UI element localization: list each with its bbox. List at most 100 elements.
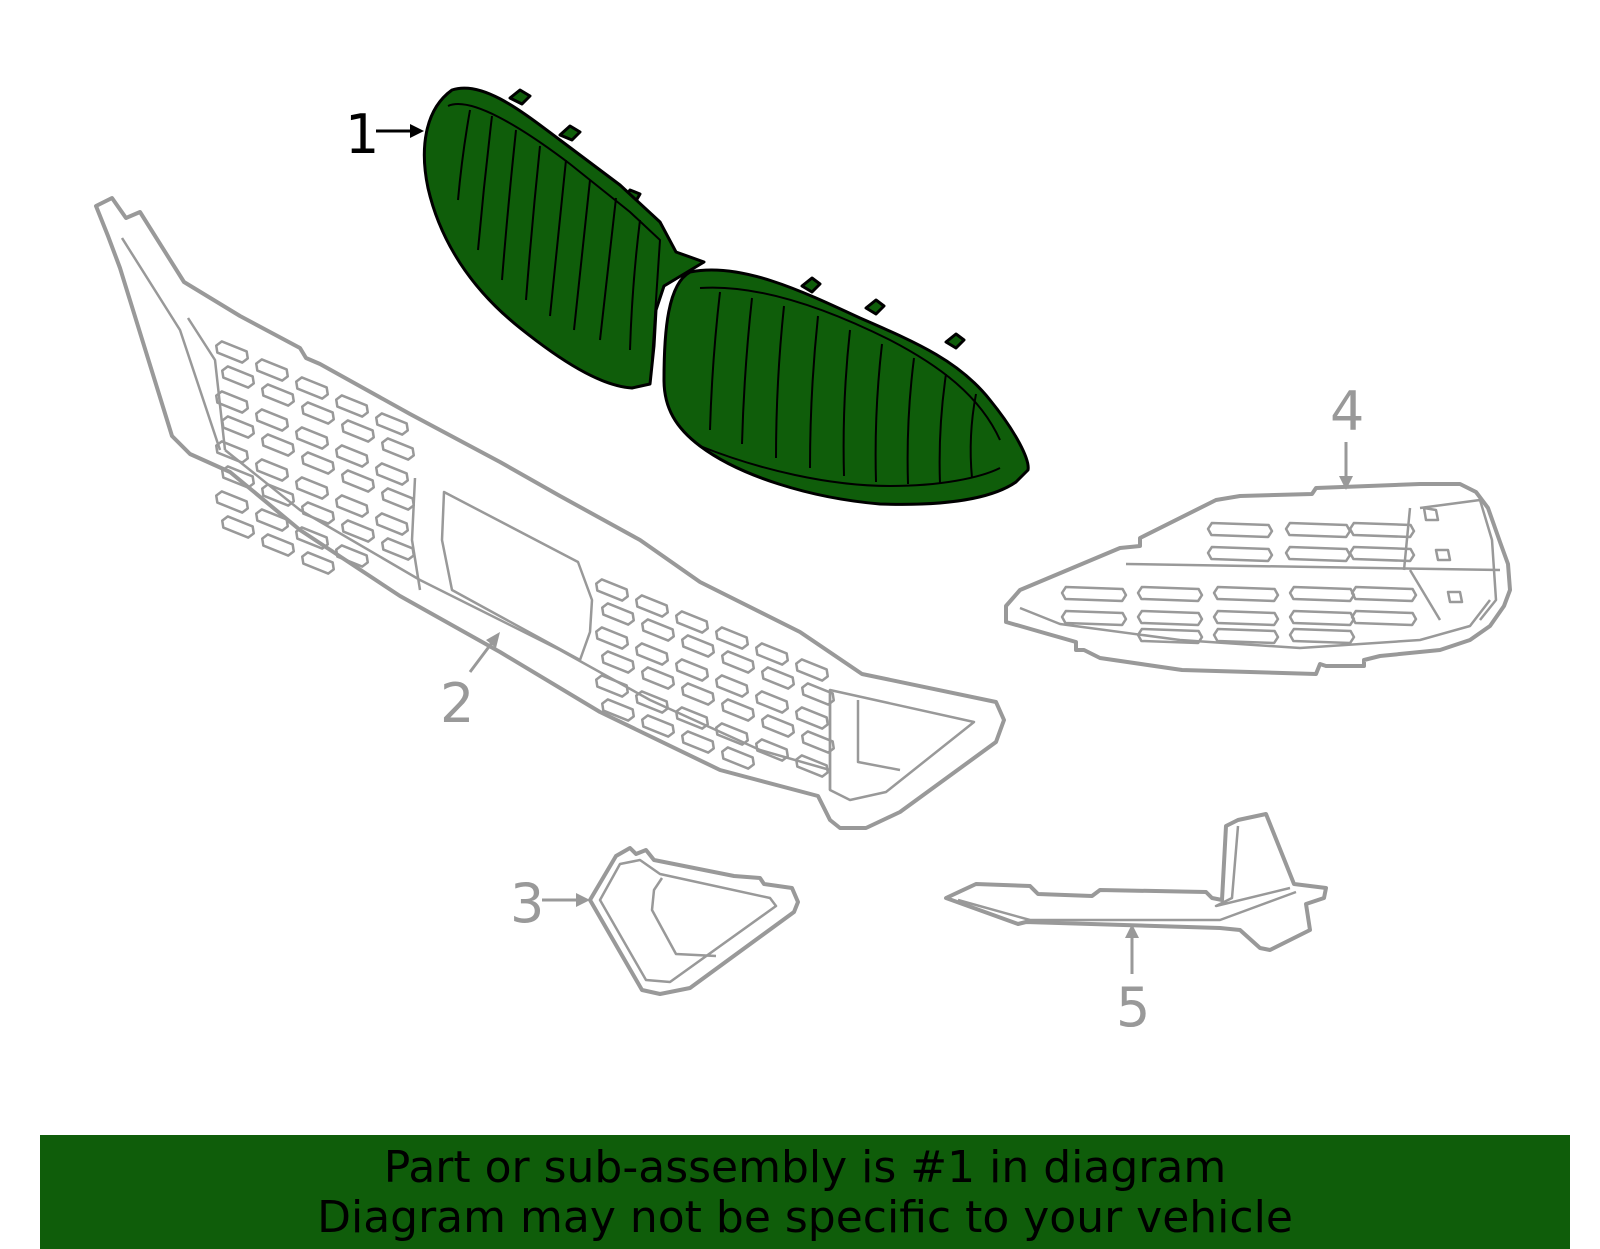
- grille-cell: [634, 594, 670, 618]
- grille-cell: [1350, 609, 1418, 627]
- grille-cell: [260, 433, 296, 457]
- grille-cell: [294, 426, 330, 450]
- grille-cell: [794, 706, 830, 730]
- grille-cell: [340, 469, 376, 493]
- banner-line-2: Diagram may not be specific to your vehi…: [317, 1192, 1293, 1243]
- part-5-bracket[interactable]: [944, 812, 1328, 952]
- grille-cell: [374, 412, 410, 436]
- grille-cell: [720, 698, 756, 722]
- callout-1-label[interactable]: 1: [345, 103, 379, 166]
- grille-cell: [214, 390, 250, 414]
- grille-cell: [1212, 609, 1280, 627]
- grille-cell: [334, 544, 370, 568]
- grille-cell: [714, 626, 750, 650]
- grille-cell: [334, 494, 370, 518]
- grille-cell: [680, 682, 716, 706]
- grille-slat: [549, 159, 567, 317]
- grille-cell: [1212, 585, 1280, 603]
- grille-slat: [874, 343, 883, 483]
- grille-cell: [1212, 627, 1280, 645]
- side-grille-cells: [1060, 521, 1418, 645]
- callout-3-label[interactable]: 3: [510, 872, 544, 935]
- grille-cell: [674, 610, 710, 634]
- grille-cell: [300, 501, 336, 525]
- grille-cell: [760, 714, 796, 738]
- grille-cell: [640, 618, 676, 642]
- grille-cell: [374, 462, 410, 486]
- grille-cell: [334, 444, 370, 468]
- grille-cell: [1348, 521, 1416, 539]
- grille-cell: [1288, 627, 1356, 645]
- grille-cell: [594, 578, 630, 602]
- grille-cell: [794, 754, 830, 778]
- grille-cell: [220, 515, 256, 539]
- grille-cell: [674, 706, 710, 730]
- grille-cell: [340, 519, 376, 543]
- grille-cell: [300, 551, 336, 575]
- grille-cell: [220, 415, 256, 439]
- callout-2-label[interactable]: 2: [440, 672, 474, 735]
- grille-slat: [457, 109, 471, 201]
- grille-cell: [214, 440, 250, 464]
- grille-cell: [600, 602, 636, 626]
- grille-cell: [794, 658, 830, 682]
- grille-cell: [254, 458, 290, 482]
- grille-cell: [260, 533, 296, 557]
- grille-slat: [775, 305, 785, 459]
- grille-cell: [260, 483, 296, 507]
- grille-cell: [634, 642, 670, 666]
- grille-cell: [214, 490, 250, 514]
- grille-cell: [260, 383, 296, 407]
- part-4-side-grille[interactable]: [1004, 482, 1512, 676]
- part-1-kidney-grille[interactable]: [422, 86, 1030, 506]
- callout-4-label[interactable]: 4: [1330, 380, 1364, 443]
- grille-slat: [501, 129, 517, 281]
- grille-cell: [254, 408, 290, 432]
- grille-cell: [294, 376, 330, 400]
- grille-cell: [380, 437, 416, 461]
- grille-cell: [294, 476, 330, 500]
- grille-cell: [754, 690, 790, 714]
- grille-slat: [573, 179, 591, 331]
- grille-cell: [600, 650, 636, 674]
- grille-cell: [300, 401, 336, 425]
- grille-slat: [629, 219, 641, 351]
- grille-cell: [754, 738, 790, 762]
- grille-cell: [220, 465, 256, 489]
- grille-cell: [720, 746, 756, 770]
- grille-cell: [680, 730, 716, 754]
- grille-slat: [709, 291, 721, 431]
- grille-cell: [380, 487, 416, 511]
- grille-cell: [1350, 585, 1418, 603]
- grille-cell: [1060, 585, 1128, 603]
- grille-slat: [525, 145, 541, 301]
- grille-cell: [1284, 521, 1352, 539]
- grille-cell: [254, 508, 290, 532]
- grille-cell: [340, 419, 376, 443]
- grille-slat: [906, 357, 915, 485]
- grille-cell: [714, 722, 750, 746]
- grille-slat: [938, 373, 947, 485]
- grille-cell: [1060, 609, 1128, 627]
- lower-grille-cells: [214, 340, 836, 778]
- grille-cell: [594, 626, 630, 650]
- grille-cell: [1206, 521, 1274, 539]
- kidney-grille-slats: [457, 109, 977, 485]
- grille-cell: [374, 512, 410, 536]
- callout-5-label[interactable]: 5: [1116, 976, 1150, 1039]
- grille-cell: [594, 674, 630, 698]
- grille-cell: [1136, 627, 1204, 645]
- grille-cell: [334, 394, 370, 418]
- grille-cell: [800, 682, 836, 706]
- grille-cell: [1288, 585, 1356, 603]
- grille-cell: [1348, 545, 1416, 563]
- grille-cell: [720, 650, 756, 674]
- grille-cell: [680, 634, 716, 658]
- part-3-trim[interactable]: [588, 846, 800, 996]
- grille-slat: [599, 197, 617, 341]
- grille-slat: [741, 297, 753, 445]
- part-2-lower-grille[interactable]: [94, 196, 1006, 830]
- grille-cell: [754, 642, 790, 666]
- grille-slat: [842, 329, 851, 477]
